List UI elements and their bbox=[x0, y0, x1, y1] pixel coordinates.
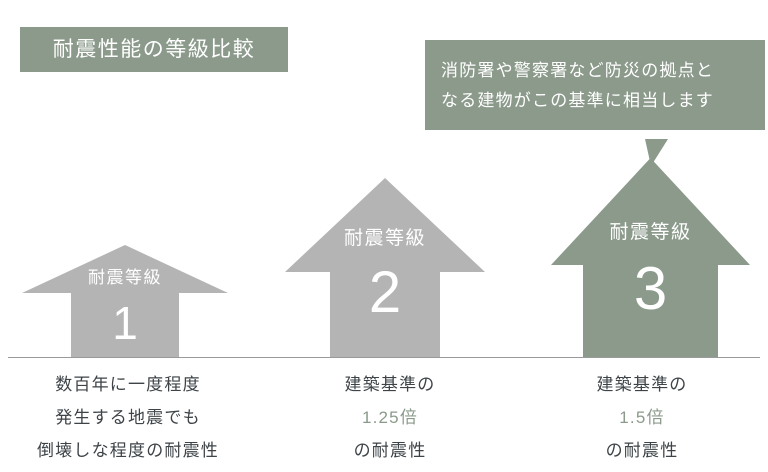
caption-1-line-2: 発生する地震でも bbox=[55, 408, 201, 428]
page-title-banner: 耐震性能の等級比較 bbox=[20, 27, 288, 72]
callout-line-1: 消防署や警察署など防災の拠点と bbox=[441, 61, 714, 80]
caption-1-line-1: 数百年に一度程度 bbox=[55, 375, 201, 394]
caption-3-line-1: 建築基準の bbox=[596, 375, 688, 394]
house-shape-icon bbox=[22, 245, 228, 358]
callout-bubble: 消防署や警察署など防災の拠点と なる建物がこの基準に相当します bbox=[425, 40, 765, 130]
caption-grade-2: 建築基準の 1.25倍 の耐震性 bbox=[262, 368, 518, 467]
house-grade-3: 耐震等級 3 bbox=[551, 158, 750, 358]
house-grade-1: 耐震等級 1 bbox=[22, 245, 228, 358]
page-title: 耐震性能の等級比較 bbox=[52, 38, 256, 61]
caption-3-line-3: の耐震性 bbox=[605, 441, 679, 461]
house-shape-icon bbox=[285, 178, 485, 358]
ground-line bbox=[8, 357, 760, 358]
caption-3-line-2: 1.5倍 bbox=[619, 408, 665, 428]
caption-2-line-1: 建築基準の bbox=[344, 375, 436, 394]
caption-grade-3: 建築基準の 1.5倍 の耐震性 bbox=[518, 368, 766, 467]
house-grade-2: 耐震等級 2 bbox=[285, 178, 485, 358]
house-shape-icon bbox=[551, 158, 750, 358]
callout-line-2: なる建物がこの基準に相当します bbox=[441, 90, 714, 110]
caption-grade-1: 数百年に一度程度 発生する地震でも 倒壊しな程度の耐震性 bbox=[0, 368, 256, 467]
caption-2-line-3: の耐震性 bbox=[353, 441, 427, 461]
caption-2-line-2: 1.25倍 bbox=[361, 408, 419, 428]
caption-1-line-3: 倒壊しな程度の耐震性 bbox=[37, 441, 219, 461]
